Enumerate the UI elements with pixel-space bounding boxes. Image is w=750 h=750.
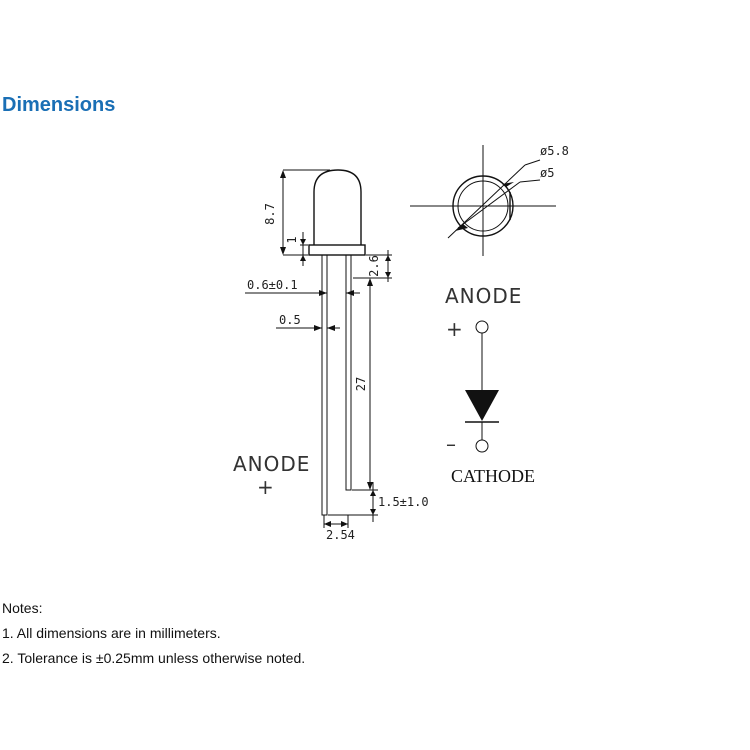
led-side-view: 8.7 1 2.6 0.6±0.1 0.5 27 [233,169,429,542]
dim-lead-length: 27 [354,377,368,391]
anode-terminal [475,320,489,334]
dim-inner-diameter: ø5 [540,166,554,180]
dim-outer-diameter: ø5.8 [540,144,569,158]
led-dome [313,169,362,245]
notes-title: Notes: [2,600,43,616]
symbol-anode-label: ANODE [445,284,522,308]
notes-section: Notes: 1. All dimensions are in millimet… [2,600,305,675]
section-heading: Dimensions [2,94,116,116]
led-dimension-drawing: 8.7 1 2.6 0.6±0.1 0.5 27 [233,144,569,542]
cathode-lead [345,254,352,491]
note-item: 2. Tolerance is ±0.25mm unless otherwise… [2,650,306,666]
dim-height: 8.7 [263,203,277,225]
symbol-minus-sign: – [446,432,457,456]
dim-pitch: 2.54 [326,528,355,542]
dim-lead-top: 2.6 [367,255,381,277]
anode-label: ANODE [233,452,310,476]
cathode-terminal [475,439,489,453]
dim-lead-diff: 1.5±1.0 [378,495,429,509]
dim-flange: 1 [285,236,299,243]
led-top-view: ø5.8 ø5 [410,144,569,256]
diode-symbol: ANODE + – CATHODE [445,284,535,486]
led-flange [308,244,366,256]
anode-plus-sign: + [257,475,275,499]
symbol-plus-sign: + [446,317,464,341]
diode-triangle [465,390,499,421]
note-item: 1. All dimensions are in millimeters. [2,625,221,641]
cathode-label: CATHODE [451,466,535,486]
dim-lead-width: 0.6±0.1 [247,278,298,292]
dim-lead-thickness: 0.5 [279,313,301,327]
